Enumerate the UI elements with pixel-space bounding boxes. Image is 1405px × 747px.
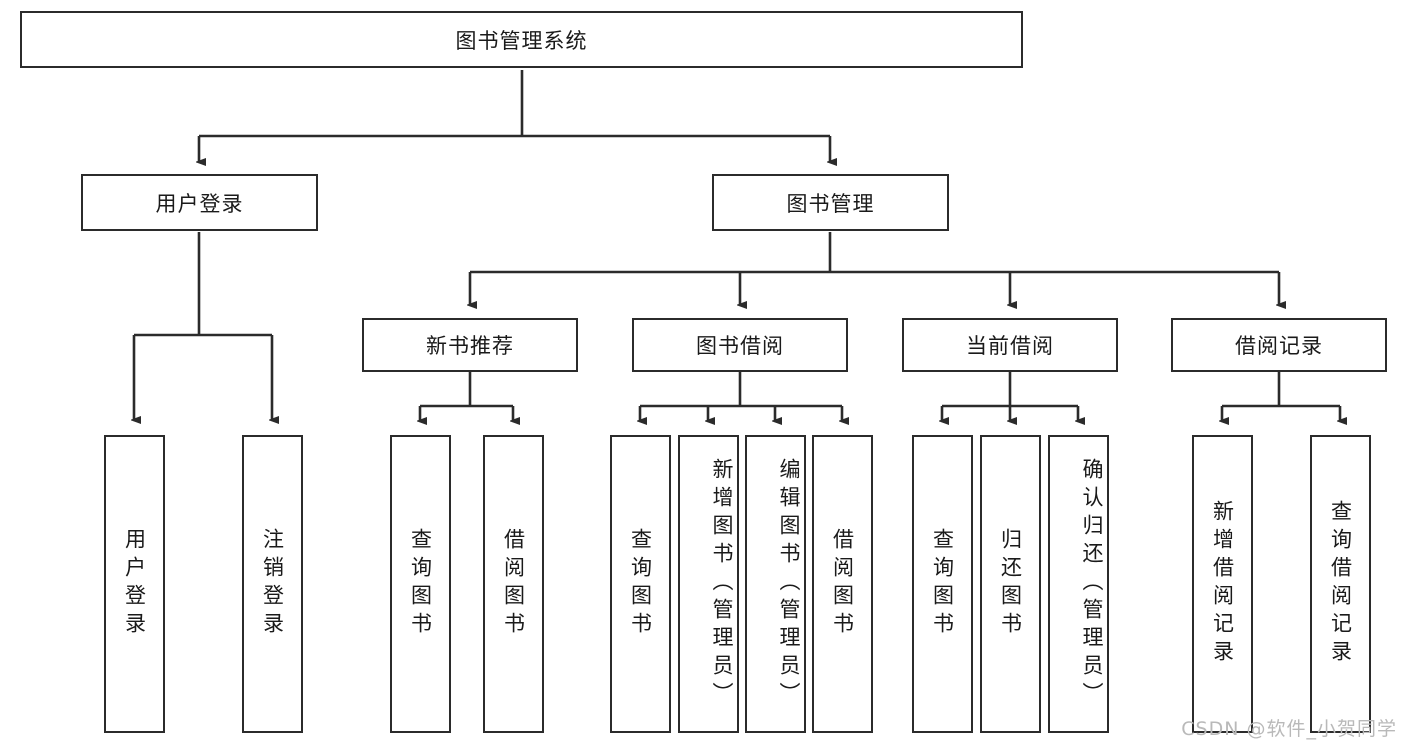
- node-current-borrow[interactable]: 当前借阅: [902, 318, 1118, 372]
- leaf-borrow-book[interactable]: 借阅图书: [812, 435, 873, 733]
- leaf-query-borrow-record[interactable]: 查询借阅记录: [1310, 435, 1371, 733]
- leaf-borrow-book-recommend[interactable]: 借阅图书: [483, 435, 544, 733]
- leaf-user-login[interactable]: 用户登录: [104, 435, 165, 733]
- leaf-query-book-current[interactable]: 查询图书: [912, 435, 973, 733]
- node-book-borrow[interactable]: 图书借阅: [632, 318, 848, 372]
- node-user-login[interactable]: 用户登录: [81, 174, 318, 231]
- node-root[interactable]: 图书管理系统: [20, 11, 1023, 68]
- leaf-query-book-borrow[interactable]: 查询图书: [610, 435, 671, 733]
- leaf-logout[interactable]: 注销登录: [242, 435, 303, 733]
- node-book-management[interactable]: 图书管理: [712, 174, 949, 231]
- leaf-add-borrow-record[interactable]: 新增借阅记录: [1192, 435, 1253, 733]
- leaf-confirm-return-admin[interactable]: 确认归还（管理员）: [1048, 435, 1109, 733]
- leaf-query-book-recommend[interactable]: 查询图书: [390, 435, 451, 733]
- node-borrow-records[interactable]: 借阅记录: [1171, 318, 1387, 372]
- node-new-book-recommend[interactable]: 新书推荐: [362, 318, 578, 372]
- leaf-edit-book-admin[interactable]: 编辑图书（管理员）: [745, 435, 806, 733]
- leaf-return-book[interactable]: 归还图书: [980, 435, 1041, 733]
- leaf-add-book-admin[interactable]: 新增图书（管理员）: [678, 435, 739, 733]
